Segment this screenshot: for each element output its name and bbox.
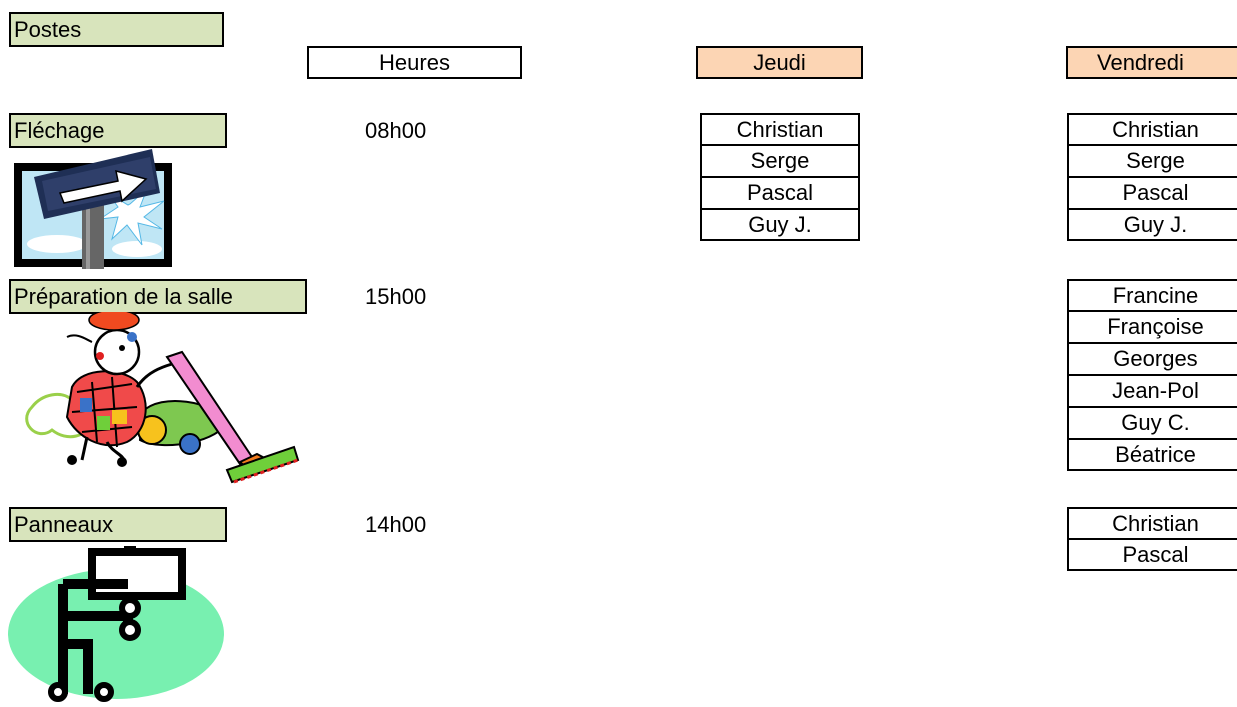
poste-preparation-salle: Préparation de la salle [9,279,307,314]
header-jeudi: Jeudi [696,46,863,79]
header-vendredi: Vendredi [1066,46,1237,79]
list-item: Guy C. [1067,407,1237,439]
list-item: Francine [1067,279,1237,311]
vendredi-list-preparation-salle: Francine Françoise Georges Jean-Pol Guy … [1067,279,1237,471]
list-item: Georges [1067,343,1237,375]
list-item: Serge [1067,145,1237,177]
list-item: Christian [1067,113,1237,145]
list-item: Guy J. [700,209,860,241]
list-item: Pascal [700,177,860,209]
header-heures: Heures [307,46,522,79]
list-item: Guy J. [1067,209,1237,241]
list-item: Serge [700,145,860,177]
vendredi-list-flechage: Christian Serge Pascal Guy J. [1067,113,1237,241]
list-item: Béatrice [1067,439,1237,471]
jeudi-list-flechage: Christian Serge Pascal Guy J. [700,113,860,241]
list-item: Christian [700,113,860,145]
list-item: Françoise [1067,311,1237,343]
heure-panneaux: 14h00 [365,512,427,537]
sign-board-icon [8,544,228,702]
list-item: Jean-Pol [1067,375,1237,407]
heure-flechage: 08h00 [365,118,427,143]
poste-flechage: Fléchage [9,113,227,148]
list-item: Pascal [1067,539,1237,571]
list-item: Pascal [1067,177,1237,209]
signpost-arrow-icon [12,149,174,269]
heure-preparation-salle: 15h00 [365,284,427,309]
list-item: Christian [1067,507,1237,539]
vendredi-list-panneaux: Christian Pascal [1067,507,1237,571]
vacuum-cleaner-person-icon [12,309,302,487]
header-postes: Postes [9,12,224,47]
poste-panneaux: Panneaux [9,507,227,542]
